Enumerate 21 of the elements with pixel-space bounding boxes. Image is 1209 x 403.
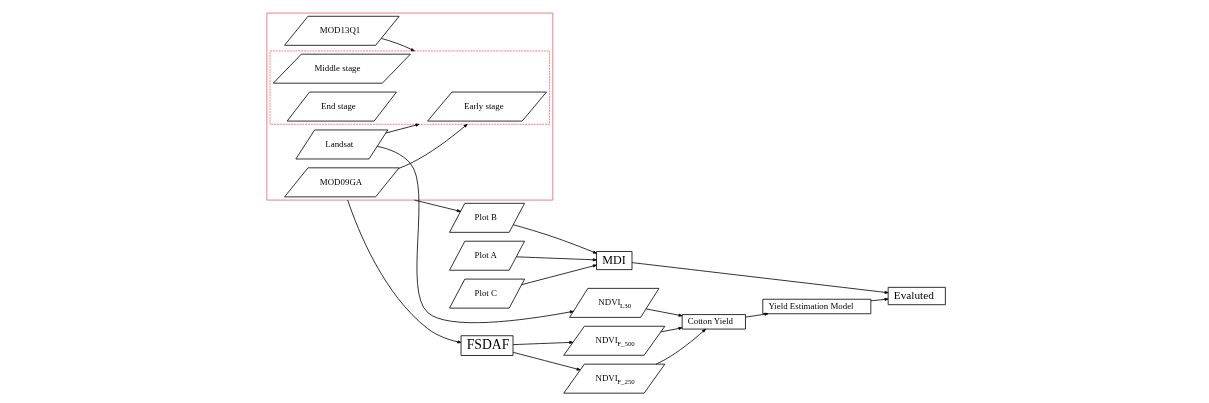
- arrow: [385, 123, 420, 134]
- arrow: [660, 326, 683, 333]
- arrow: [347, 199, 462, 344]
- arrow: [645, 308, 683, 317]
- arrow: [870, 297, 889, 302]
- arrow: [745, 312, 769, 318]
- arrow: [631, 262, 889, 294]
- arrow: [512, 351, 581, 371]
- arrow: [516, 256, 597, 262]
- node-box: Cotton Yield: [681, 314, 746, 330]
- arrow: [414, 199, 461, 213]
- arrow: [380, 38, 415, 52]
- arrow: [655, 328, 706, 365]
- arrow: [512, 340, 574, 346]
- arrow: [521, 264, 597, 286]
- arrow: [398, 123, 468, 169]
- arrow: [512, 224, 597, 254]
- node-box: FSDAF: [460, 335, 514, 356]
- arrow: [376, 145, 574, 324]
- node-box: Evaluted: [887, 286, 946, 306]
- node-box: MDI: [596, 251, 633, 271]
